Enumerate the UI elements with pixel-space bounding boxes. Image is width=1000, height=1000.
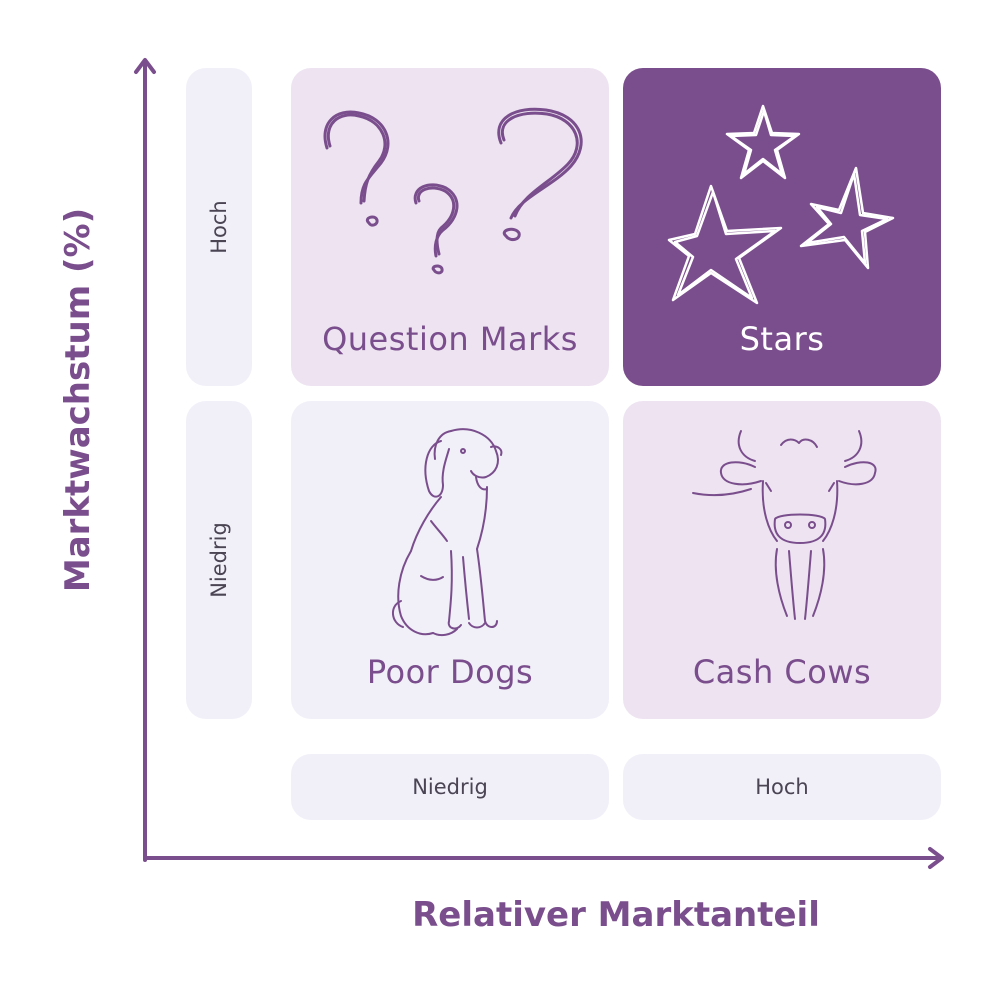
y-level-low-label: Niedrig — [207, 522, 231, 598]
quadrant-cash-cows: Cash Cows — [623, 401, 941, 719]
y-axis-title: Marktwachstum (%) — [58, 207, 98, 593]
quadrant-cash-cows-label: Cash Cows — [692, 653, 872, 691]
quadrant-stars-label: Stars — [739, 320, 825, 358]
quadrant-poor-dogs-label: Poor Dogs — [366, 653, 534, 691]
quadrant-stars: Stars — [623, 68, 941, 386]
x-level-high: Hoch — [623, 754, 941, 820]
quadrant-poor-dogs: Poor Dogs — [291, 401, 609, 719]
y-level-low: Niedrig — [186, 401, 252, 719]
cow-icon — [692, 430, 877, 620]
quadrant-question-marks: Question Marks — [291, 68, 609, 386]
y-axis-arrowhead — [134, 58, 156, 74]
y-level-high-label: Hoch — [207, 200, 231, 254]
x-axis-title: Relativer Marktanteil — [412, 895, 820, 935]
quadrant-question-marks-label: Question Marks — [322, 320, 578, 358]
dog-icon — [392, 428, 503, 637]
question-marks-icon — [323, 107, 583, 275]
stars-icon — [667, 104, 895, 305]
x-level-low: Niedrig — [291, 754, 609, 820]
x-axis-arrowhead — [928, 847, 944, 869]
y-level-high: Hoch — [186, 68, 252, 386]
